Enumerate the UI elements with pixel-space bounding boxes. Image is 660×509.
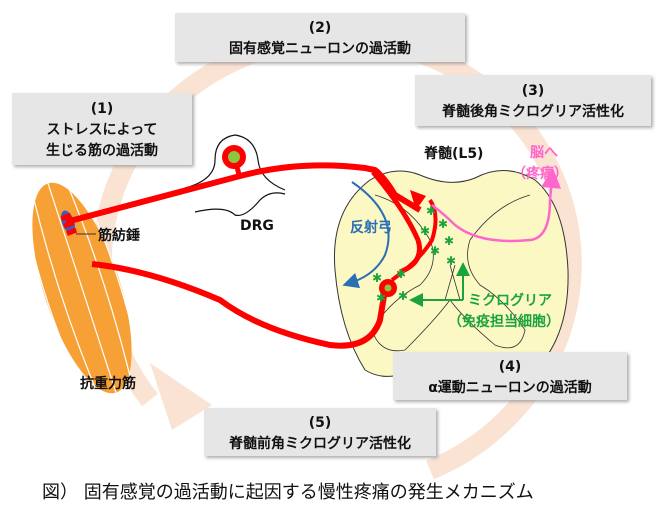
muscle-spindle-label: 筋紡錘 bbox=[98, 227, 140, 244]
svg-text:✱: ✱ bbox=[420, 224, 430, 238]
step-3-box: (3) 脊髄後角ミクログリア活性化 bbox=[415, 75, 651, 126]
motor-neuron bbox=[91, 261, 388, 349]
microglia-cluster: ✱✱✱ ✱✱✱ ✱✱✱✱ bbox=[372, 204, 456, 305]
spinal-cord-label: 脊髄(L5) bbox=[423, 145, 483, 162]
step-number: (3) bbox=[522, 83, 545, 99]
step-text: 生じる筋の過活動 bbox=[46, 142, 158, 159]
figure-caption: 図） 固有感覚の過活動に起因する慢性疼痛の発生メカニズム bbox=[42, 482, 534, 503]
microglia-label: ミクログリア bbox=[468, 292, 552, 309]
to-brain-label: 脳へ bbox=[530, 144, 558, 161]
svg-text:✱: ✱ bbox=[396, 267, 406, 281]
svg-text:✱: ✱ bbox=[446, 254, 456, 268]
reflex-arc-arrow bbox=[342, 181, 390, 289]
step-text: 脊髄前角ミクログリア活性化 bbox=[228, 435, 411, 452]
svg-text:✱: ✱ bbox=[426, 204, 436, 218]
step-number: (2) bbox=[309, 20, 332, 36]
svg-text:✱: ✱ bbox=[376, 291, 386, 305]
svg-text:✱: ✱ bbox=[444, 234, 454, 248]
immune-cell-label: （免疫担当細胞） bbox=[448, 313, 560, 330]
step-5-box: (5) 脊髄前角ミクログリア活性化 bbox=[204, 408, 436, 456]
svg-text:✱: ✱ bbox=[398, 289, 408, 303]
step-text: 脊髄後角ミクログリア活性化 bbox=[441, 103, 624, 120]
svg-text:✱: ✱ bbox=[372, 271, 382, 285]
pain-label: （疼痛） bbox=[512, 165, 568, 182]
svg-text:✱: ✱ bbox=[438, 217, 448, 231]
step-4-box: (4) α運動ニューロンの過活動 bbox=[393, 352, 627, 400]
reflex-arc-label: 反射弓 bbox=[350, 219, 392, 236]
step-2-box: (2) 固有感覚ニューロンの過活動 bbox=[175, 13, 465, 62]
step-number: (1) bbox=[91, 101, 114, 117]
step-number: (5) bbox=[309, 415, 332, 431]
step-text: α運動ニューロンの過活動 bbox=[428, 379, 592, 396]
step-1-box: (1) ストレスによって 生じる筋の過活動 bbox=[12, 93, 192, 165]
pain-pathway-arrow bbox=[431, 168, 562, 243]
step-text: ストレスによって bbox=[47, 122, 158, 138]
sensory-neuron bbox=[65, 162, 422, 225]
cycle-arrowhead bbox=[150, 363, 212, 430]
step-number: (4) bbox=[499, 359, 522, 375]
antigravity-muscle bbox=[23, 182, 141, 394]
step-text: 固有感覚ニューロンの過活動 bbox=[229, 40, 411, 57]
antigravity-muscle-label: 抗重力筋 bbox=[80, 375, 136, 392]
svg-text:✱: ✱ bbox=[430, 244, 440, 258]
drg-label: DRG bbox=[240, 218, 274, 234]
